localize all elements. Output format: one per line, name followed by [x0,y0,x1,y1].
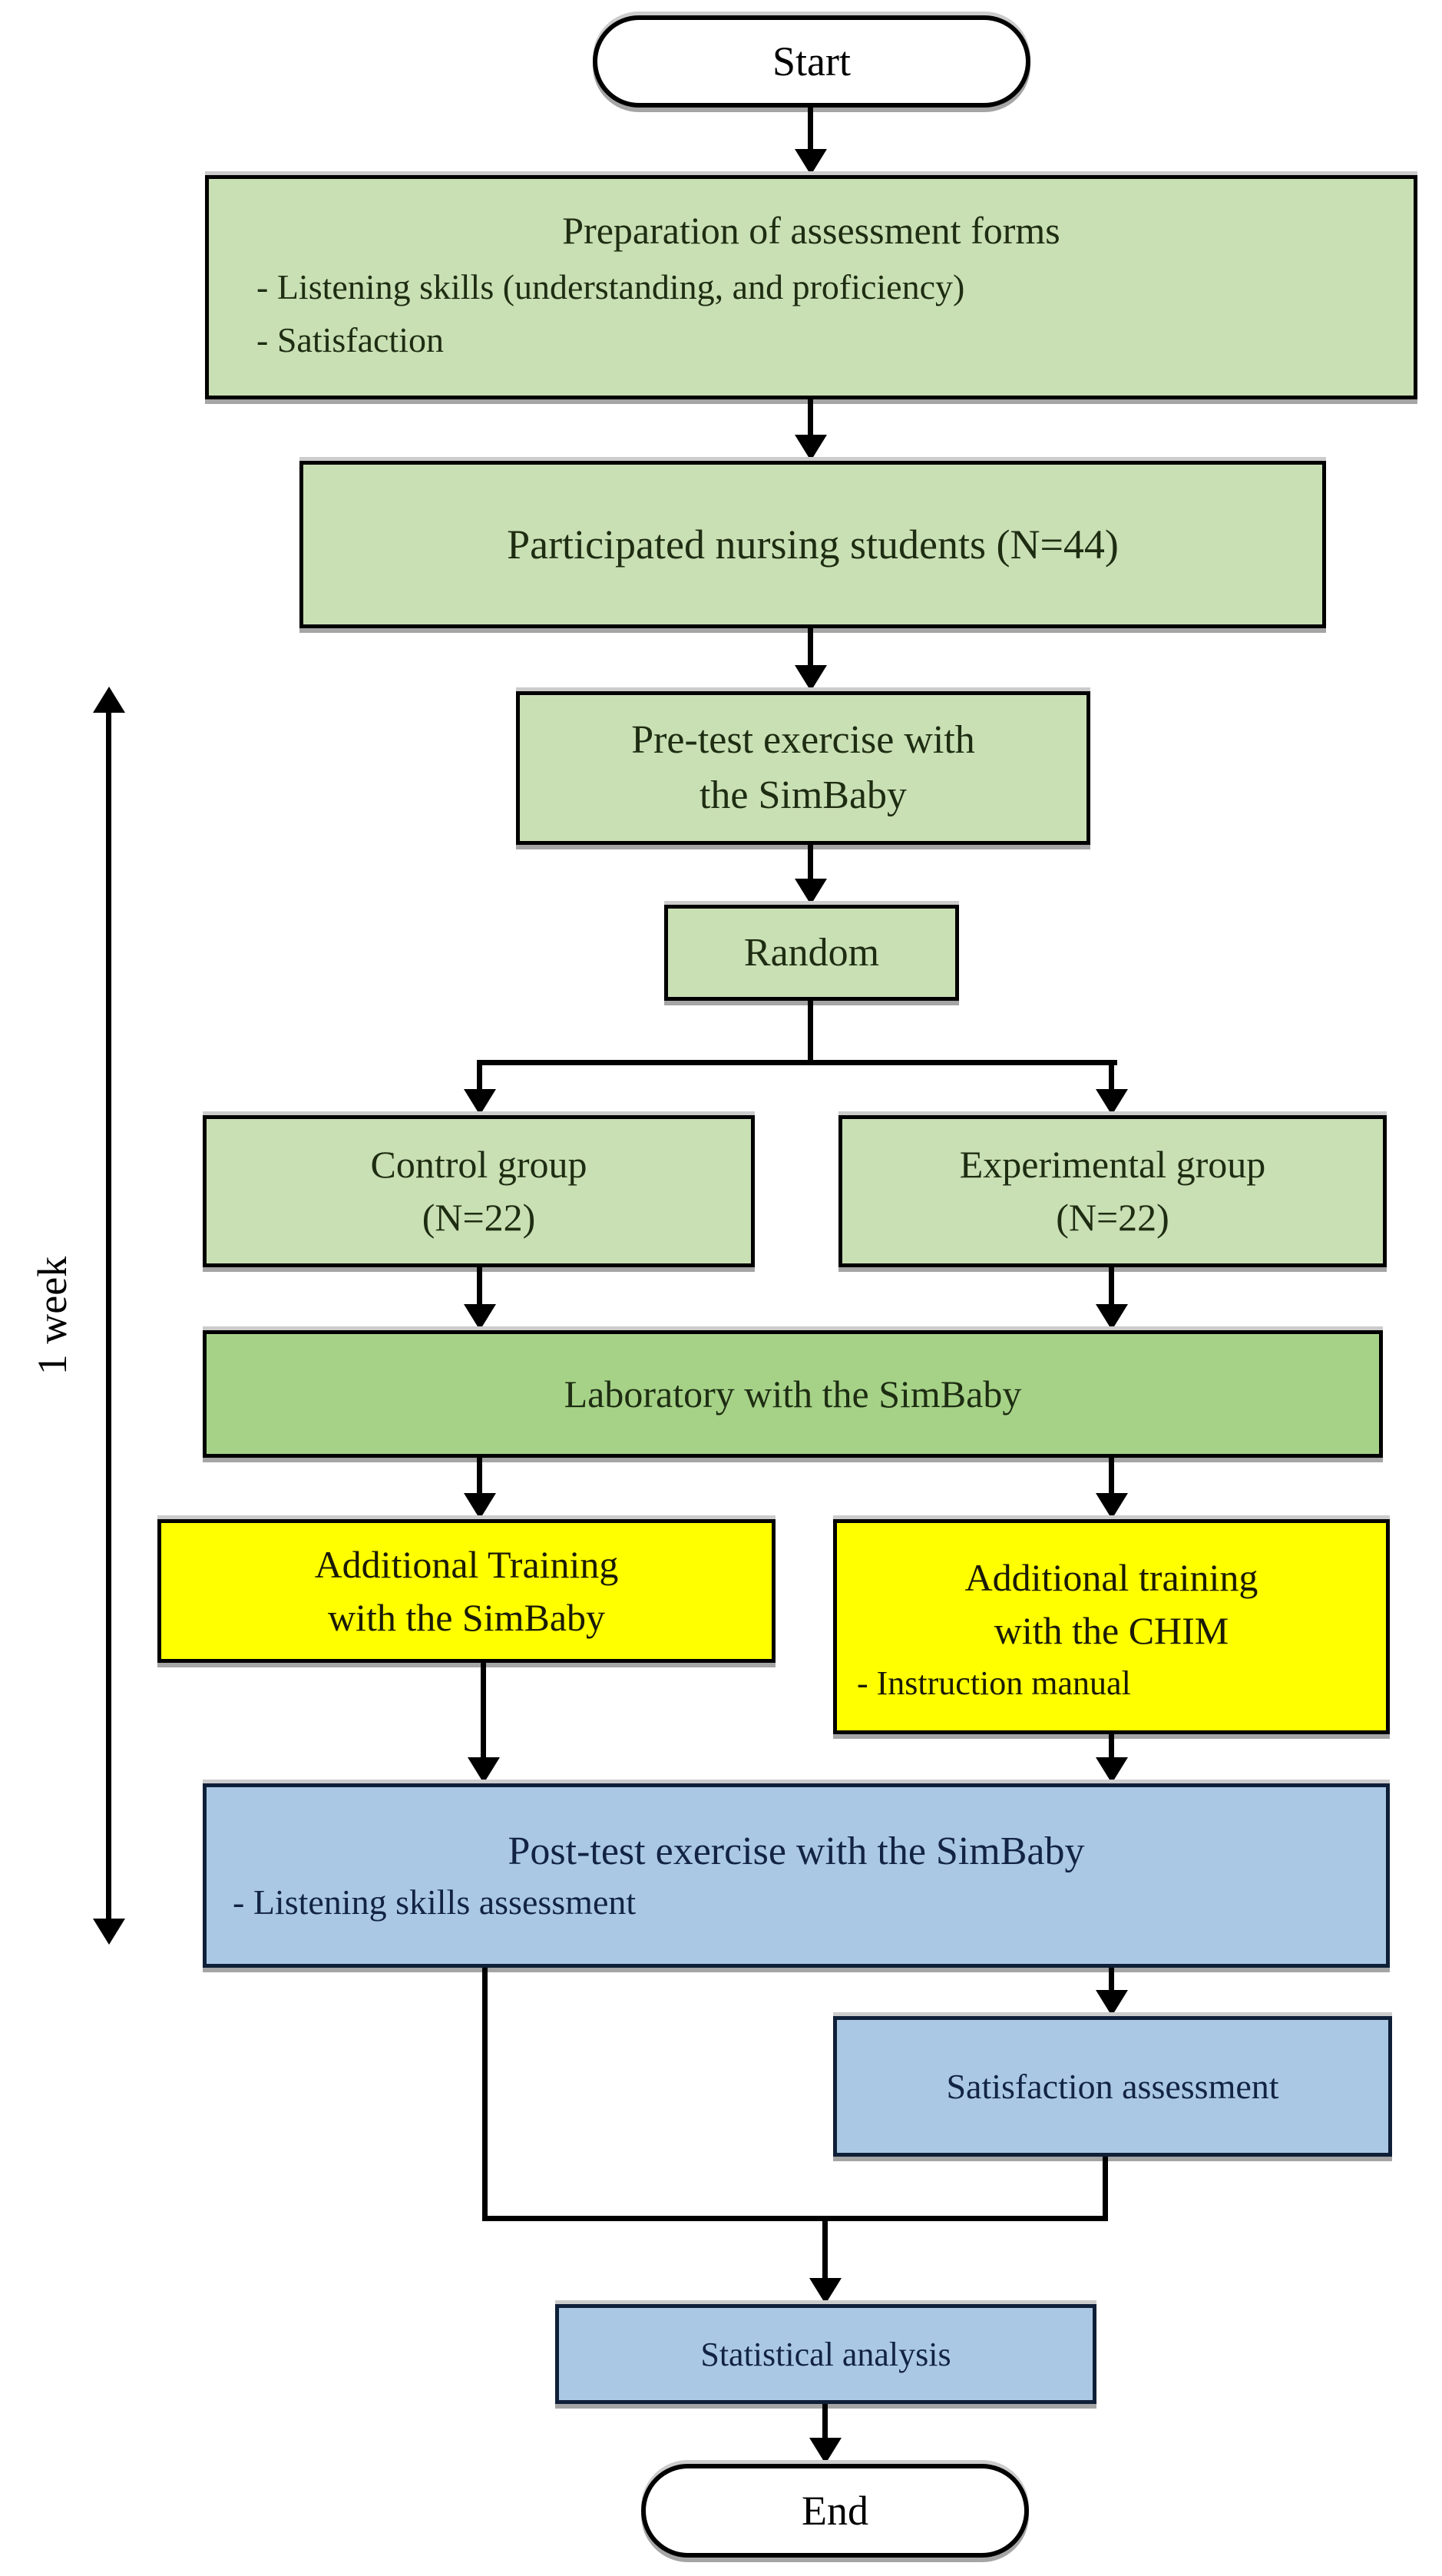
start-terminator: Start [593,15,1030,108]
connector-satisfaction-down [1103,2157,1108,2221]
end-terminator: End [641,2464,1029,2558]
control-line2: (N=22) [422,1196,536,1239]
control-group-box: Control group (N=22) [203,1115,755,1267]
preparation-title: Preparation of assessment forms [562,209,1060,252]
connector-merge-horizontal [482,2216,1108,2221]
statistical-box: Statistical analysis [555,2304,1096,2404]
posttest-bullet: - Listening skills assessment [233,1882,637,1922]
laboratory-label: Laboratory with the SimBaby [564,1372,1022,1415]
training-simbaby-line1: Additional Training [314,1542,619,1586]
satisfaction-label: Satisfaction assessment [946,2067,1279,2106]
pretest-line1: Pre-test exercise with [631,718,975,763]
arrow-merge-to-statistical [822,2220,828,2278]
preparation-bullets: - Listening skills (understanding, and p… [209,260,1414,366]
random-label: Random [743,931,880,975]
training-chim-bullet: - Instruction manual [857,1664,1131,1702]
arrow-training-simbaby-to-posttest [481,1663,486,1757]
satisfaction-box: Satisfaction assessment [833,2016,1392,2157]
arrow-statistical-to-end [822,2404,828,2438]
training-chim-box: Additional training with the CHIM - Inst… [833,1519,1390,1734]
arrow-split-to-control [477,1064,482,1089]
control-line1: Control group [370,1143,587,1186]
pretest-box: Pre-test exercise with the SimBaby [516,691,1090,845]
arrow-pretest-to-random [808,845,813,879]
arrow-laboratory-to-training-chim [1109,1458,1114,1493]
preparation-bullet-satisfaction: - Satisfaction [256,320,444,359]
training-chim-line1: Additional training [964,1555,1258,1599]
experimental-line1: Experimental group [959,1143,1266,1186]
participated-label: Participated nursing students (N=44) [507,521,1119,568]
statistical-label: Statistical analysis [700,2335,951,2373]
start-label: Start [772,38,851,84]
preparation-box: Preparation of assessment forms - Listen… [205,175,1417,399]
arrow-start-to-preparation [808,108,813,149]
end-label: End [802,2488,868,2534]
connector-posttest-left-down [482,1968,488,2221]
one-week-label: 1 week [29,1256,75,1376]
arrow-control-to-laboratory [477,1267,482,1304]
one-week-double-arrow [106,713,111,1919]
laboratory-box: Laboratory with the SimBaby [203,1330,1383,1458]
arrow-posttest-to-satisfaction [1109,1968,1114,1990]
preparation-bullet-listening: - Listening skills (understanding, and p… [256,267,965,306]
training-simbaby-box: Additional Training with the SimBaby [157,1519,776,1663]
arrow-experimental-to-laboratory [1109,1267,1114,1304]
arrow-laboratory-to-training-simbaby [477,1458,482,1493]
training-simbaby-line2: with the SimBaby [327,1595,606,1639]
posttest-title: Post-test exercise with the SimBaby [508,1829,1085,1873]
pretest-line2: the SimBaby [699,773,908,817]
participated-box: Participated nursing students (N=44) [299,461,1326,628]
posttest-box: Post-test exercise with the SimBaby - Li… [203,1783,1390,1968]
arrow-participated-to-pretest [808,628,813,665]
random-box: Random [664,905,959,1001]
arrow-training-chim-to-posttest [1109,1734,1114,1757]
arrow-split-to-experimental [1109,1064,1114,1089]
connector-split-horizontal [477,1060,1117,1065]
experimental-line2: (N=22) [1056,1196,1169,1239]
training-chim-line2: with the CHIM [994,1608,1229,1652]
connector-random-down [808,1001,813,1065]
arrow-preparation-to-participated [808,399,813,435]
experimental-group-box: Experimental group (N=22) [838,1115,1387,1267]
